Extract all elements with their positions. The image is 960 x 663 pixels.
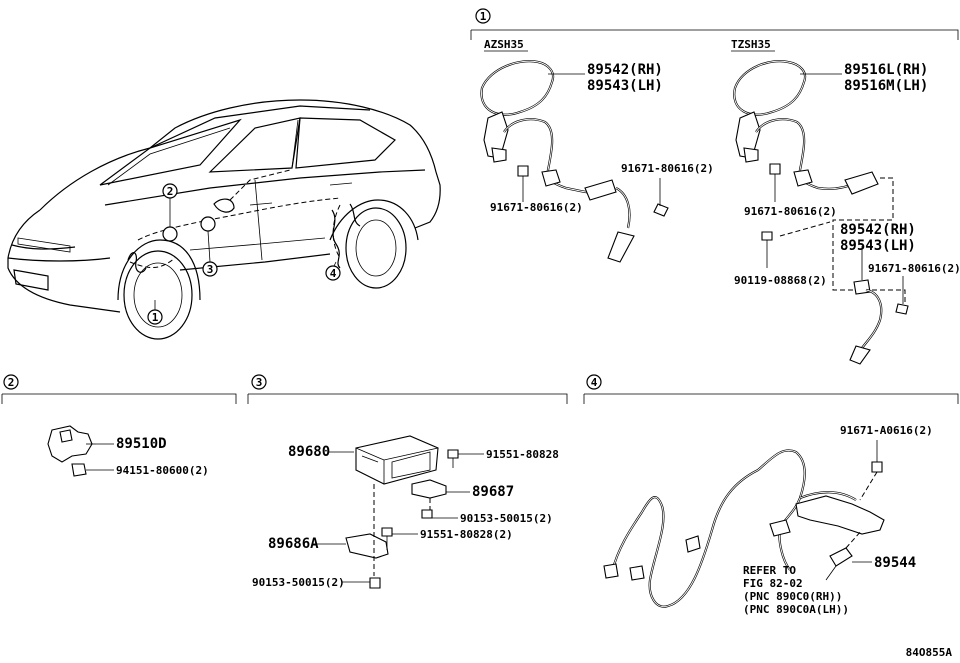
part-89687: 89687: [472, 484, 514, 500]
section-3: 3 89680 91551-80828: [247, 374, 568, 589]
azsh35-sensor-assembly: [480, 60, 669, 263]
part-89510d: 89510D: [116, 436, 167, 452]
refer-note-line-3: (PNC 890C0(RH)): [743, 590, 842, 603]
part-90153-50015-b: 90153-50015(2): [252, 576, 345, 589]
car-callout-1: 1: [152, 311, 159, 324]
part-91671-a0616: 91671-A0616(2): [840, 424, 933, 437]
part-94151-80600: 94151-80600(2): [116, 464, 209, 477]
ecu-89680-drawing: [345, 435, 459, 589]
section-3-marker: 3: [256, 376, 263, 389]
section-1-marker: 1: [480, 10, 487, 23]
variant-label-azsh35: AZSH35: [484, 38, 524, 51]
section-4: 4 91671-A0616(2) 89544 REFER TO FIG 82-0…: [583, 374, 959, 616]
section-1: 1 AZSH35 TZSH35 89542(RH) 89543(LH): [470, 8, 960, 365]
car-illustration: 2 3 1 4: [7, 99, 441, 340]
part-90119-08868: 90119-08868(2): [734, 274, 827, 287]
part-91671-80616-azsh35-b: 91671-80616(2): [621, 162, 714, 175]
part-89516m-lh: 89516M(LH): [844, 78, 928, 94]
section-2-marker: 2: [8, 376, 15, 389]
part-91671-80616-tzsh35-b: 91671-80616(2): [868, 262, 960, 275]
part-89542-rh-tzsh35: 89542(RH): [840, 222, 916, 238]
part-89543-lh-tzsh35: 89543(LH): [840, 238, 916, 254]
part-89680: 89680: [288, 444, 330, 460]
part-89544: 89544: [874, 555, 916, 571]
part-90153-50015-a: 90153-50015(2): [460, 512, 553, 525]
part-91671-80616-azsh35-a: 91671-80616(2): [490, 201, 583, 214]
refer-note-line-2: FIG 82-02: [743, 577, 803, 590]
section-2: 2 89510D 94151-80600(2): [1, 374, 237, 477]
part-89686a: 89686A: [268, 536, 319, 552]
part-91551-80828: 91551-80828: [486, 448, 559, 461]
wire-harness-drawing: [603, 449, 885, 608]
car-callout-4: 4: [330, 267, 337, 280]
section-4-marker: 4: [591, 376, 598, 389]
variant-label-tzsh35: TZSH35: [731, 38, 771, 51]
figure-id: 84O855A: [906, 646, 953, 659]
part-91551-80828-2: 91551-80828(2): [420, 528, 513, 541]
refer-note-line-1: REFER TO: [743, 564, 796, 577]
part-89543-lh-azsh35: 89543(LH): [587, 78, 663, 94]
tzsh35-sensor-assembly: [733, 60, 909, 365]
sensor-89510d-drawing: [47, 425, 96, 477]
part-91671-80616-tzsh35-a: 91671-80616(2): [744, 205, 837, 218]
part-89542-rh-azsh35: 89542(RH): [587, 62, 663, 78]
part-89516l-rh: 89516L(RH): [844, 62, 928, 78]
refer-note-line-4: (PNC 890C0A(LH)): [743, 603, 849, 616]
car-callout-3: 3: [207, 263, 214, 276]
car-callout-2: 2: [167, 185, 174, 198]
